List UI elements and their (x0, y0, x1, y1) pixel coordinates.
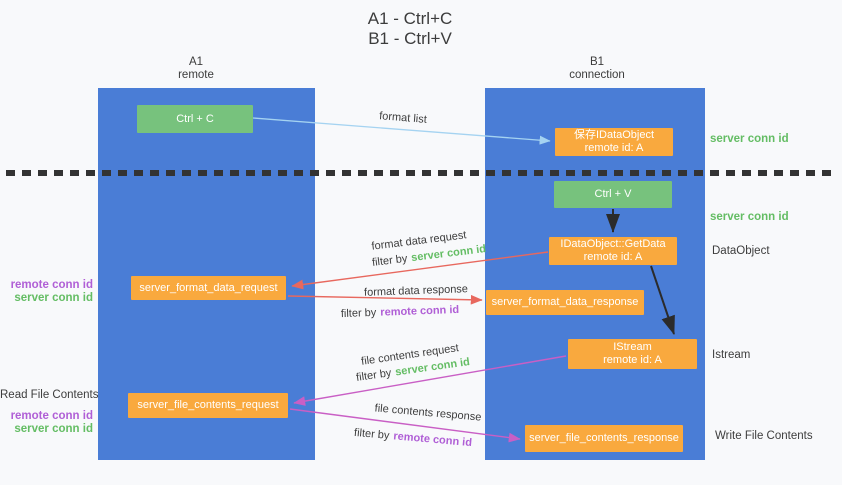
node-save-idataobject-line1: 保存IDataObject (573, 129, 655, 141)
filter-by-text: filter by (353, 426, 390, 442)
annotation-conn-ids-upper: remote conn id server conn id (0, 279, 93, 305)
annotation-write-file-contents: Write File Contents (715, 430, 813, 442)
annotation-istream: Istream (712, 349, 751, 361)
lane-left-name: A1 (188, 56, 204, 68)
node-server-file-contents-response: server_file_contents_response (525, 425, 683, 452)
annotation-server-conn-id-1: server conn id (14, 292, 93, 304)
node-server-format-data-request: server_format_data_request (131, 276, 286, 300)
node-istream-line1: IStream (613, 341, 652, 353)
title-line-1: A1 - Ctrl+C (367, 9, 453, 28)
diagram-title: A1 - Ctrl+C B1 - Ctrl+V (368, 9, 453, 49)
annotation-conn-ids-lower: remote conn id server conn id (0, 410, 93, 436)
filter-by-text: filter by (355, 367, 393, 384)
annotation-read-file-contents: Read File Contents (0, 389, 99, 401)
lane-right-name: B1 (589, 56, 605, 68)
node-ctrl-c: Ctrl + C (137, 105, 253, 133)
lane-header-b1-connection: B1 connection (569, 56, 625, 82)
annotation-server-conn-id-top: server conn id (710, 133, 789, 145)
annotation-server-conn-id-2: server conn id (14, 423, 93, 435)
annotation-remote-conn-id-1: remote conn id (10, 279, 93, 291)
lane-left-subtitle: remote (178, 69, 214, 81)
node-server-format-data-response: server_format_data_response (486, 290, 644, 315)
label-file-contents-response: file contents response (374, 402, 482, 424)
node-istream-line2: remote id: A (603, 354, 662, 366)
node-idataobject-getdata-line2: remote id: A (583, 251, 643, 263)
annotation-dataobject: DataObject (712, 245, 770, 257)
filter-by-text: filter by (371, 252, 409, 269)
node-idataobject-getdata-line1: IDataObject::GetData (560, 238, 666, 250)
title-line-2: B1 - Ctrl+V (368, 29, 452, 48)
node-save-idataobject: 保存IDataObject remote id: A (555, 128, 673, 156)
node-idataobject-getdata: IDataObject::GetData remote id: A (549, 237, 677, 265)
annotation-server-conn-id-mid: server conn id (710, 211, 789, 223)
node-ctrl-v: Ctrl + V (554, 181, 672, 208)
node-server-file-contents-request: server_file_contents_request (128, 393, 288, 418)
lane-header-a1-remote: A1 remote (178, 56, 214, 82)
node-save-idataobject-line2: remote id: A (584, 142, 644, 154)
remote-conn-id-text: remote conn id (392, 430, 473, 450)
label-format-data-response: format data response (363, 283, 469, 299)
node-istream: IStream remote id: A (568, 339, 697, 369)
remote-conn-id-text: remote conn id (380, 303, 460, 319)
lane-right-subtitle: connection (569, 69, 625, 81)
filter-by-text: filter by (340, 306, 377, 321)
annotation-remote-conn-id-2: remote conn id (10, 410, 93, 422)
label-format-list: format list (378, 110, 428, 126)
